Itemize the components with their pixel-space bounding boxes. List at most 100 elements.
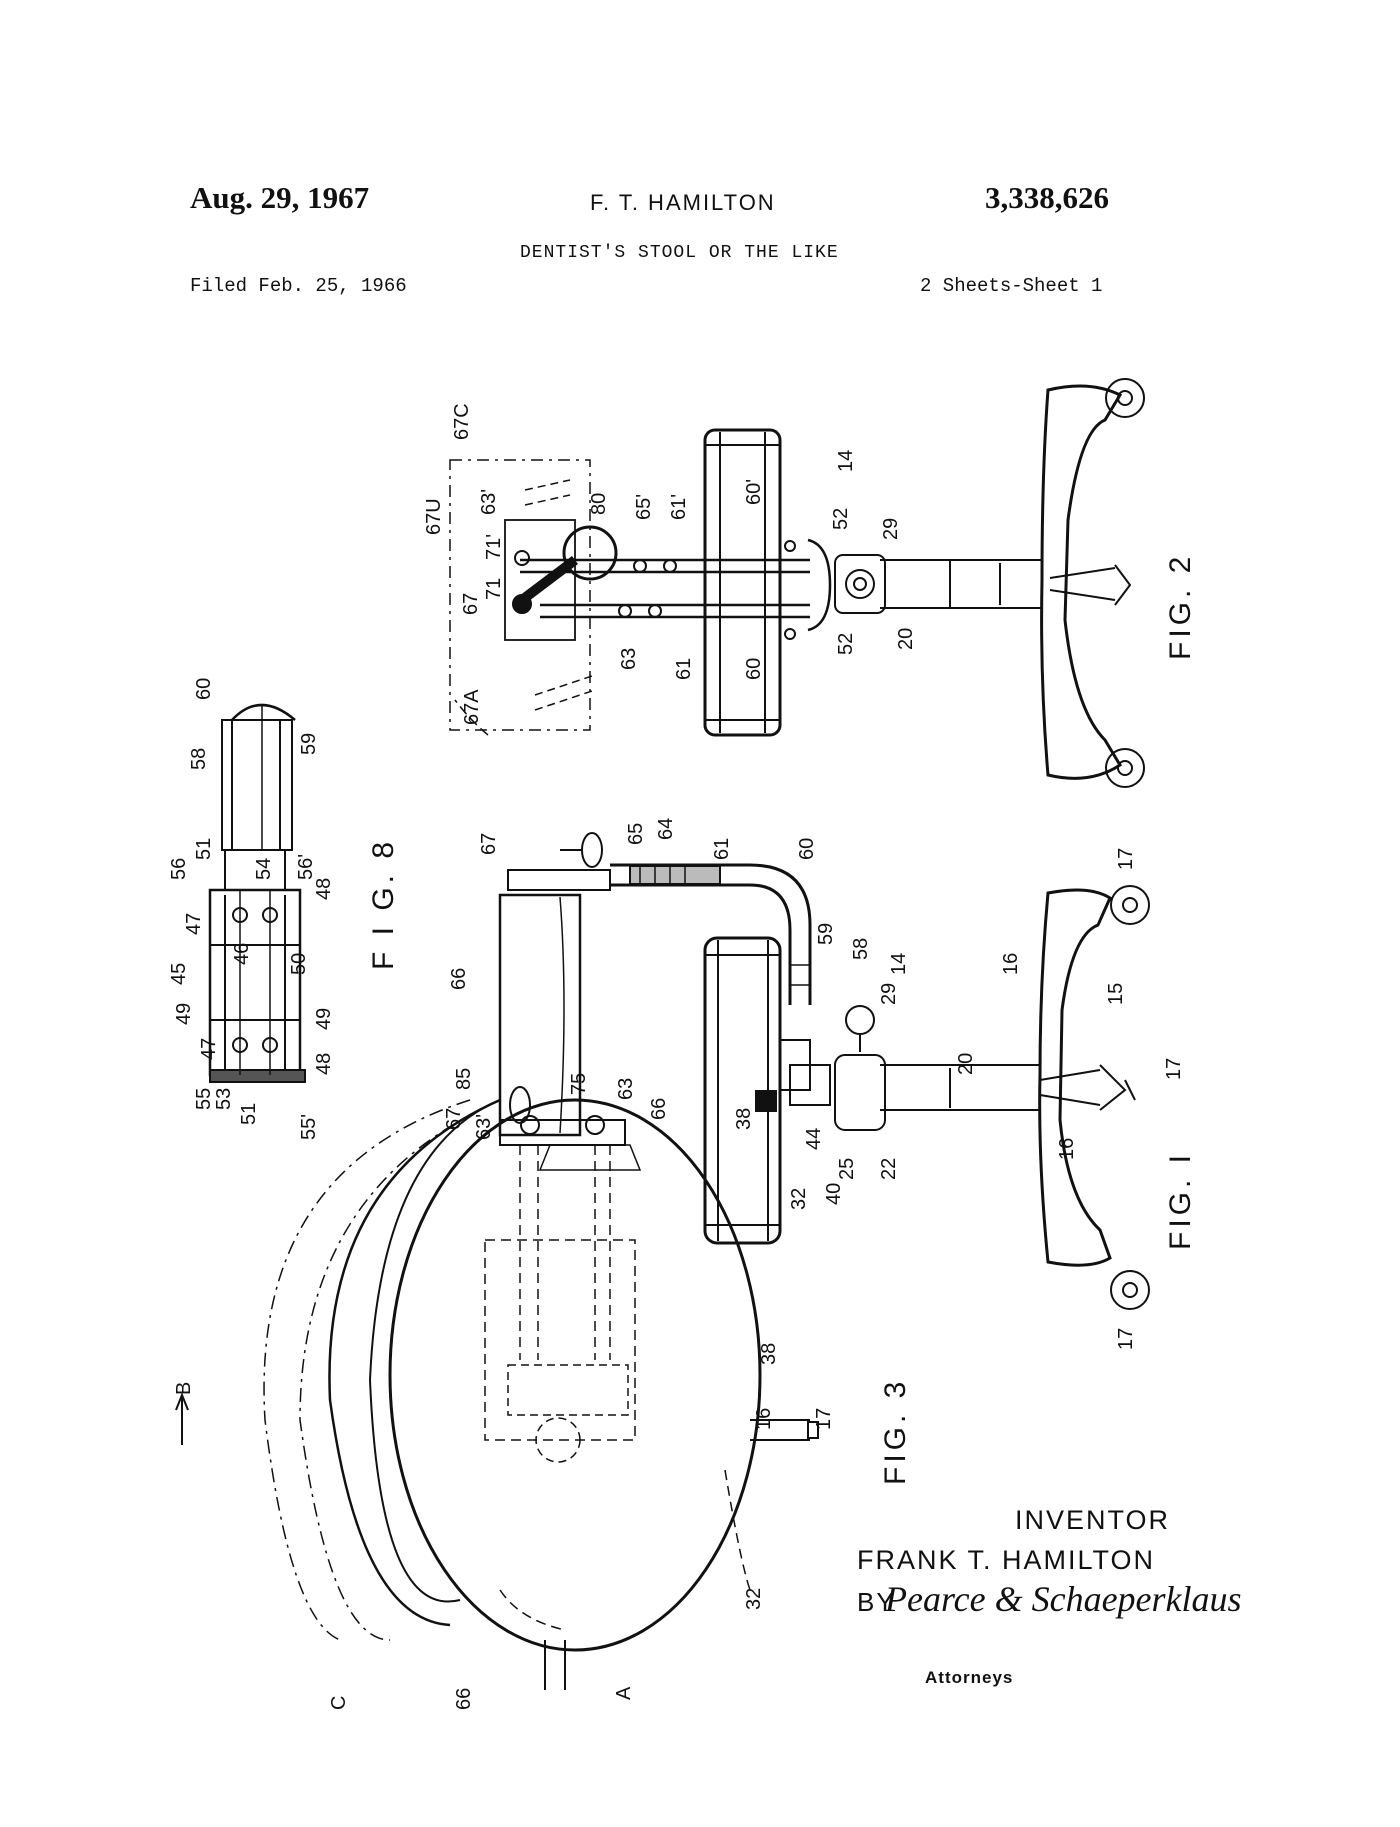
ref-label-fig8: 48 [313, 878, 335, 900]
ref-label-fig3: 38 [758, 1343, 780, 1365]
ref-label-fig3: B [173, 1382, 195, 1395]
ref-label-fig8: 46 [231, 943, 253, 965]
ref-label-fig8: 53 [213, 1088, 235, 1110]
patent-number: 3,338,626 [985, 180, 1109, 215]
figure-3-drawing [175, 1086, 819, 1690]
ref-label-fig2: 67 [460, 593, 482, 615]
ref-label-fig3: 16 [753, 1408, 775, 1430]
ref-label-fig3: 75 [568, 1073, 590, 1095]
ref-label-fig1: 17 [1115, 848, 1137, 870]
ref-label-fig2: 61 [673, 658, 695, 680]
fig-2-label: FIG. 2 [1164, 553, 1197, 660]
ref-label-fig8: 60 [193, 678, 215, 700]
ref-label-fig1: 17 [1115, 1328, 1137, 1350]
ref-label-fig2: 20 [895, 628, 917, 650]
attorney-signature: Pearce & Schaeperklaus [885, 1579, 1242, 1619]
ref-label-fig2: 52 [830, 508, 852, 530]
ref-label-fig1: 38 [733, 1108, 755, 1130]
ref-label-fig1: 40 [823, 1183, 845, 1205]
ref-label-fig2: 60 [743, 658, 765, 680]
inventor-name: FRANK T. HAMILTON [857, 1545, 1156, 1575]
ref-label-fig3: 17 [813, 1408, 835, 1430]
ref-label-fig8: 49 [173, 1003, 195, 1025]
ref-label-fig8: 55 [193, 1088, 215, 1110]
figure-2-labels: 67C 67U 63' 80 65' 61' 60' 14 52 29 71' … [423, 403, 1197, 725]
patent-date: Aug. 29, 1967 [190, 180, 370, 215]
ref-label-fig1: 15 [1105, 983, 1127, 1005]
ref-label-fig1: 67 [478, 833, 500, 855]
patent-title: DENTIST'S STOOL OR THE LIKE [520, 243, 839, 263]
ref-label-fig1: 29 [878, 983, 900, 1005]
ref-label-fig1: 16 [1056, 1138, 1078, 1160]
ref-label-fig2: 71' [483, 534, 505, 560]
ref-label-fig8: 45 [168, 963, 190, 985]
ref-label-fig8: 56 [168, 858, 190, 880]
ref-label-fig8: 50 [288, 953, 310, 975]
figure-8-drawing [208, 703, 306, 1083]
ref-label-fig1: 66 [448, 968, 470, 990]
ref-label-fig8: 51 [238, 1103, 260, 1125]
ref-label-fig1: 16 [1000, 953, 1022, 975]
ref-label-fig2: 67C [451, 403, 473, 440]
ref-label-fig3: 63' [473, 1114, 495, 1140]
ref-label-fig2: 63 [618, 648, 640, 670]
ref-label-fig2: 61' [668, 494, 690, 520]
ref-label-fig8: 58 [188, 748, 210, 770]
ref-label-fig2: 29 [880, 518, 902, 540]
ref-label-fig8: 59 [298, 733, 320, 755]
ref-label-fig2: 71 [483, 578, 505, 600]
ref-label-fig8: 55' [298, 1114, 320, 1140]
figure-1-drawing [498, 832, 1150, 1310]
ref-label-fig1: 22 [878, 1158, 900, 1180]
ref-label-fig1: 85 [453, 1068, 475, 1090]
ref-label-fig8: 47 [198, 1038, 220, 1060]
ref-label-fig2: 52 [835, 633, 857, 655]
fig-1-label: FIG. I [1164, 1151, 1197, 1250]
ref-label-fig1: 25 [836, 1158, 858, 1180]
ref-label-fig8: 56' [295, 854, 317, 880]
ref-label-fig1: 14 [888, 953, 910, 975]
ref-label-fig8: 51 [193, 838, 215, 860]
fig-8-label: F I G. 8 [367, 838, 400, 970]
filed-date: Filed Feb. 25, 1966 [190, 275, 407, 297]
fig-3-label: FIG. 3 [879, 1378, 912, 1485]
figure-8-labels: 60 58 59 56 51 54 56' 48 47 46 45 49 50 … [168, 678, 400, 1140]
ref-label-fig1: 65 [625, 823, 647, 845]
ref-label-fig8: 54 [253, 858, 275, 880]
ref-label-fig2: 63' [478, 489, 500, 515]
ref-label-fig8: 48 [313, 1053, 335, 1075]
sheet-count: 2 Sheets-Sheet 1 [920, 275, 1103, 297]
ref-label-fig3: 66 [453, 1688, 475, 1710]
ref-label-fig2: 65' [633, 494, 655, 520]
inventor-label: INVENTOR [1015, 1505, 1171, 1535]
ref-label-fig8: 47 [183, 913, 205, 935]
figure-1-labels: 67 65 64 61 60 59 58 14 29 66 85 38 44 3… [448, 818, 1197, 1350]
ref-label-fig2: 14 [835, 450, 857, 472]
figure-3-labels: 67 63' 75 63 66 38 16 17 B 32 A 66 C FIG… [173, 1073, 912, 1710]
ref-label-fig3: C [328, 1696, 350, 1710]
ref-label-fig2: 67A [461, 689, 483, 725]
ref-label-fig1: 60 [796, 838, 818, 860]
ref-label-fig1: 44 [803, 1128, 825, 1150]
ref-label-fig2: 60' [743, 479, 765, 505]
ref-label-fig1: 17 [1163, 1058, 1185, 1080]
ref-label-fig1: 64 [655, 818, 677, 840]
inventor-header: F. T. HAMILTON [590, 190, 776, 215]
ref-label-fig1: 61 [711, 838, 733, 860]
ref-label-fig1: 20 [955, 1053, 977, 1075]
attorneys-label: Attorneys [925, 1668, 1014, 1687]
ref-label-fig1: 32 [788, 1188, 810, 1210]
ref-label-fig1: 58 [850, 938, 872, 960]
ref-label-fig2: 67U [423, 498, 445, 535]
ref-label-fig3: 32 [743, 1588, 765, 1610]
ref-label-fig3: 63 [615, 1078, 637, 1100]
ref-label-fig3: 66 [648, 1098, 670, 1120]
figure-2-drawing [449, 378, 1145, 788]
ref-label-fig3: 67 [443, 1108, 465, 1130]
ref-label-fig1: 59 [815, 923, 837, 945]
ref-label-fig3: A [613, 1686, 635, 1700]
ref-label-fig2: 80 [588, 493, 610, 515]
by-label: BY [857, 1587, 896, 1617]
ref-label-fig8: 49 [313, 1008, 335, 1030]
